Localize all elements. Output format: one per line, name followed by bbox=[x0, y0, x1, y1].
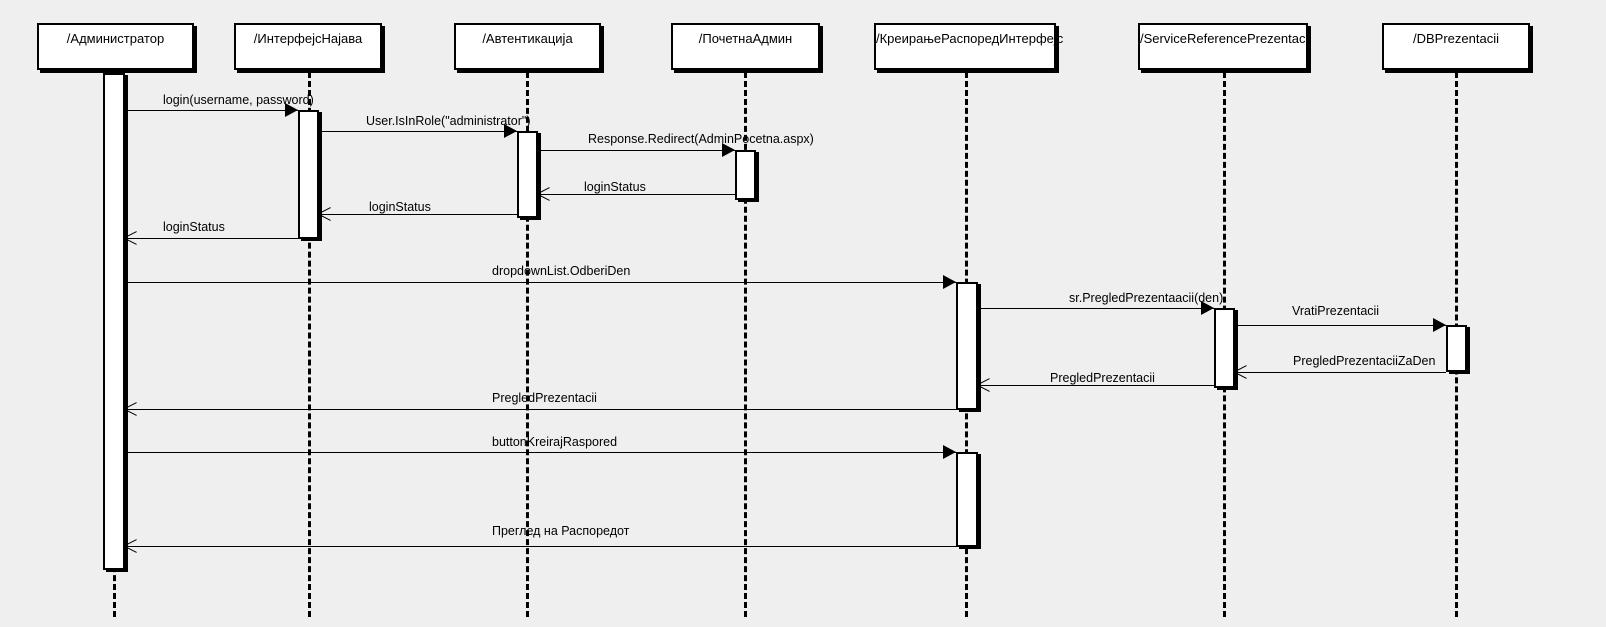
message-arrowhead-m10 bbox=[1234, 365, 1249, 379]
message-line-m14 bbox=[125, 546, 956, 547]
activation-bar-act-kreiraj2 bbox=[956, 452, 978, 547]
message-label-m5: loginStatus bbox=[369, 200, 431, 214]
message-label-m2: User.IsInRole("administrator") bbox=[366, 114, 531, 128]
lifeline-label-dbprezentacii: /DBPrezentacii bbox=[1413, 31, 1499, 46]
message-arrowhead-m2 bbox=[504, 124, 517, 138]
message-line-m10 bbox=[1235, 372, 1446, 373]
message-line-m2 bbox=[319, 131, 517, 132]
lifeline-label-interfejsnajava: /ИнтерфејсНајава bbox=[253, 31, 363, 46]
lifeline-label-administrator: /Администратор bbox=[66, 31, 165, 46]
lifeline-box-avtentikacija[interactable]: /Автентикација bbox=[454, 23, 601, 70]
message-arrowhead-m5 bbox=[318, 207, 333, 221]
message-label-m6: loginStatus bbox=[163, 220, 225, 234]
message-label-m13: buttonKreirajRaspored bbox=[492, 435, 618, 449]
lifeline-stem-pocetnaadmin bbox=[744, 72, 747, 617]
lifeline-label-avtentikacija: /Автентикација bbox=[482, 31, 573, 46]
message-line-m1 bbox=[125, 110, 298, 111]
message-label-m10: PregledPrezentaciiZaDen bbox=[1293, 354, 1436, 368]
message-arrowhead-m7 bbox=[943, 275, 956, 289]
message-label-m14: Преглед на Распоредот bbox=[492, 524, 630, 538]
lifeline-label-pocetnaadmin: /ПочетнаАдмин bbox=[698, 31, 793, 46]
lifeline-box-pocetnaadmin[interactable]: /ПочетнаАдмин bbox=[671, 23, 820, 70]
lifeline-box-servicereference[interactable]: /ServiceReferencePrezentacii bbox=[1138, 23, 1312, 70]
activation-bar-act-db bbox=[1446, 325, 1467, 372]
message-line-m7 bbox=[125, 282, 956, 283]
activation-bar-act-admin bbox=[103, 73, 125, 570]
message-label-m9: VratiPrezentacii bbox=[1292, 304, 1380, 318]
lifeline-stem-interfejsnajava bbox=[308, 72, 311, 617]
lifeline-label-servicereference: /ServiceReferencePrezentacii bbox=[1140, 31, 1312, 46]
message-line-m3 bbox=[538, 150, 735, 151]
message-label-m7: dropdownList.OdberiDen bbox=[492, 264, 631, 278]
message-arrowhead-m13 bbox=[943, 445, 956, 459]
message-arrowhead-m12 bbox=[124, 402, 139, 416]
message-label-m4: loginStatus bbox=[584, 180, 646, 194]
message-line-m4 bbox=[538, 194, 735, 195]
activation-bar-act-sr bbox=[1214, 308, 1235, 388]
message-line-m9 bbox=[1235, 325, 1446, 326]
message-arrowhead-m4 bbox=[537, 187, 552, 201]
lifeline-box-interfejsnajava[interactable]: /ИнтерфејсНајава bbox=[234, 23, 382, 70]
lifeline-box-dbprezentacii[interactable]: /DBPrezentacii bbox=[1382, 23, 1530, 70]
lifeline-label-kreiranjeraspored: /КреирањеРаспоредИнтерфејс bbox=[876, 31, 1064, 46]
activation-bar-act-pocetna bbox=[735, 150, 756, 200]
message-line-m8 bbox=[978, 308, 1214, 309]
message-label-m11: PregledPrezentacii bbox=[1050, 371, 1155, 385]
message-label-m3: Response.Redirect(AdminPocetna.aspx) bbox=[588, 132, 814, 146]
message-arrowhead-m14 bbox=[124, 539, 139, 553]
message-label-m12: PregledPrezentacii bbox=[492, 391, 597, 405]
message-line-m5 bbox=[319, 214, 517, 215]
message-line-m12 bbox=[125, 409, 956, 410]
lifeline-box-administrator[interactable]: /Администратор bbox=[37, 23, 194, 70]
message-line-m13 bbox=[125, 452, 956, 453]
lifeline-box-kreiranjeraspored[interactable]: /КреирањеРаспоредИнтерфејс bbox=[874, 23, 1064, 70]
message-line-m11 bbox=[978, 385, 1214, 386]
activation-bar-act-avtent bbox=[517, 131, 538, 218]
activation-bar-act-najava bbox=[298, 110, 319, 239]
message-label-m1: login(username, password) bbox=[163, 93, 314, 107]
message-arrowhead-m8 bbox=[1201, 301, 1214, 315]
activation-bar-act-kreiraj1 bbox=[956, 282, 978, 410]
message-arrowhead-m1 bbox=[285, 103, 298, 117]
message-arrowhead-m11 bbox=[977, 378, 992, 392]
message-arrowhead-m3 bbox=[722, 143, 735, 157]
lifeline-stem-avtentikacija bbox=[526, 72, 529, 617]
message-arrowhead-m9 bbox=[1433, 318, 1446, 332]
message-label-m8: sr.PregledPrezentaacii(den) bbox=[1069, 291, 1224, 305]
message-line-m6 bbox=[125, 238, 298, 239]
message-arrowhead-m6 bbox=[124, 231, 139, 245]
